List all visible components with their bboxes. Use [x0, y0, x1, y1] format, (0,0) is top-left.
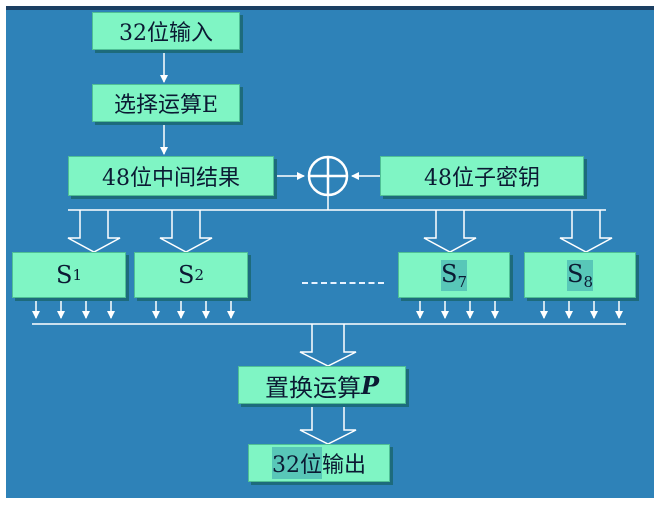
subkey-box: 48位子密钥 [380, 156, 584, 196]
sbox-2-index: 2 [194, 266, 204, 284]
xor-circle-plus-icon [307, 155, 349, 197]
sbox-8-letter: S [567, 259, 584, 288]
sbox-2-letter: S [178, 261, 195, 289]
expansion-box: 选择运算E [92, 84, 240, 122]
hollow-arrow-output [299, 406, 357, 445]
s-output-arrows [32, 300, 623, 319]
hollow-arrow-s1 [67, 210, 121, 253]
intermediate-result-box: 48位中间结果 [68, 156, 274, 196]
hollow-arrow-s7 [423, 210, 477, 253]
output-label-part1: 32位 [271, 447, 322, 479]
intermediate-result-label: 48位中间结果 [102, 166, 240, 191]
sbox-7: S7 [398, 252, 510, 298]
sbox-1-index: 1 [72, 266, 82, 284]
input-box: 32位输入 [92, 12, 240, 50]
hollow-arrow-s8 [559, 210, 613, 253]
permutation-var: P [360, 370, 380, 400]
output-box: 32位输出 [248, 444, 390, 482]
output-label-part2: 输出 [321, 453, 366, 478]
hollow-arrows-in [67, 210, 613, 253]
sbox-1-letter: S [56, 261, 73, 289]
permutation-label: 置换运算 [264, 373, 361, 402]
ellipsis-dashes [302, 282, 384, 284]
input-label: 32位输入 [119, 21, 213, 46]
expansion-label: 选择运算E [113, 93, 219, 118]
sbox-7-letter: S [441, 259, 458, 288]
sbox-8-highlight: S8 [567, 259, 593, 291]
sbox-7-highlight: S7 [441, 259, 467, 291]
hollow-arrow-s2 [159, 210, 213, 253]
subkey-label: 48位子密钥 [424, 166, 540, 191]
hollow-arrow-perm [299, 324, 357, 367]
slide-top-bar [6, 6, 654, 10]
sbox-7-index: 7 [457, 272, 467, 291]
sbox-8: S8 [524, 252, 636, 298]
sbox-8-index: 8 [583, 272, 593, 291]
